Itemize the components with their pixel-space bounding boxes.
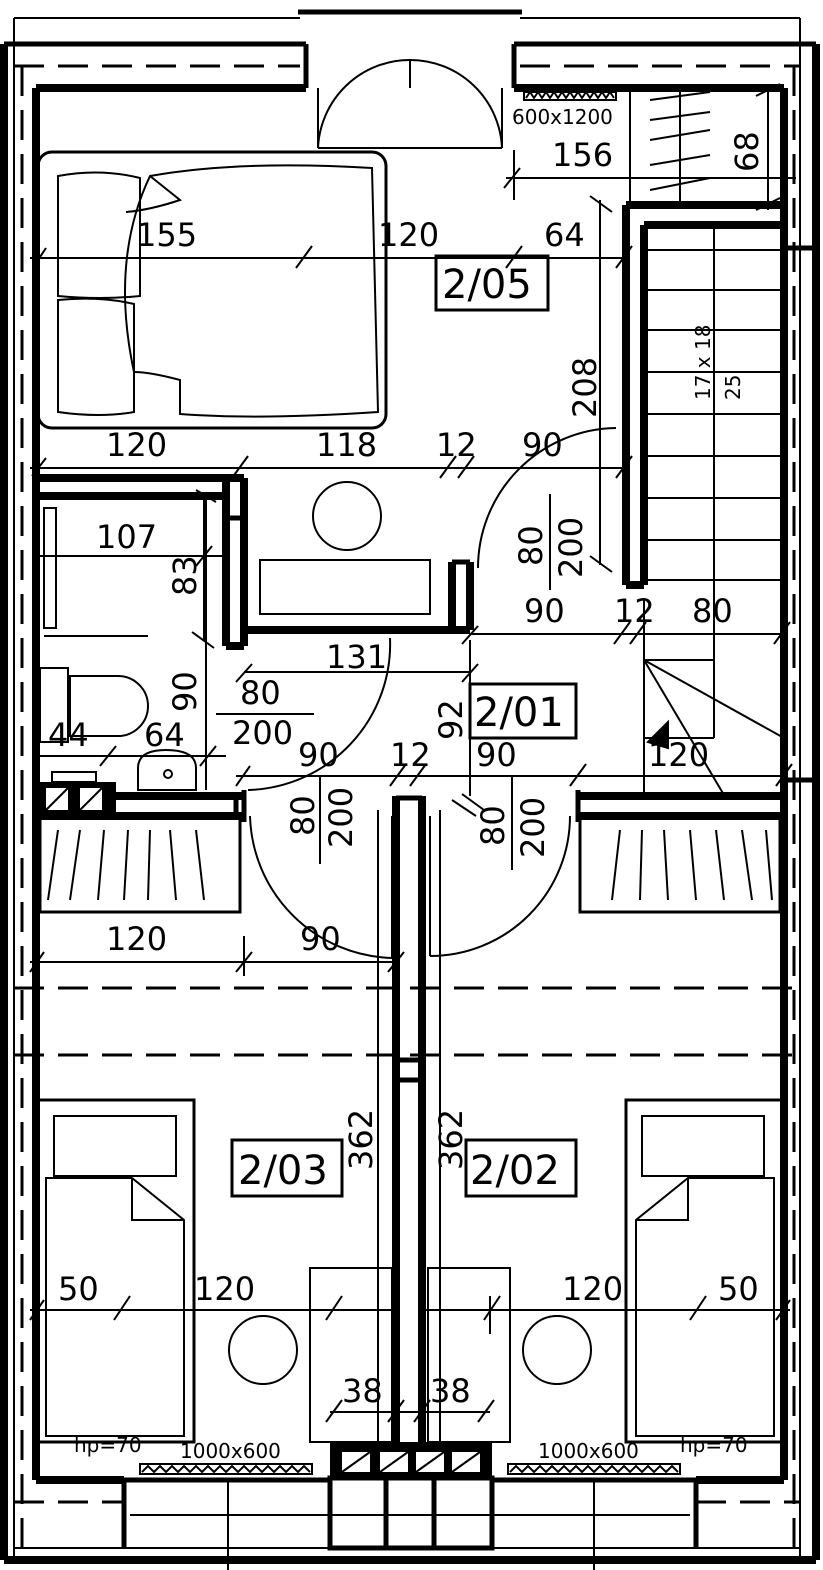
room-label-2-05: 2/05 bbox=[442, 262, 532, 308]
door-wc bbox=[216, 637, 392, 791]
door-2-03 bbox=[249, 776, 393, 959]
dim-12-hall: 12 bbox=[614, 592, 655, 630]
dim-107: 107 bbox=[96, 518, 157, 556]
door-2-05 bbox=[477, 427, 617, 590]
dim-line-107 bbox=[40, 545, 224, 567]
stair-tread: 25 bbox=[721, 375, 745, 400]
dim-120-top: 120 bbox=[378, 216, 439, 254]
dim-12-b: 12 bbox=[390, 736, 431, 774]
stair-steps: 17 x 18 bbox=[691, 325, 715, 400]
dim-120-mid: 120 bbox=[106, 426, 167, 464]
dim-120-right: 120 bbox=[562, 1270, 623, 1308]
room-label-box-2-05 bbox=[434, 254, 550, 312]
wardrobe-left bbox=[38, 816, 242, 914]
central-partition bbox=[377, 795, 441, 1445]
dim-line-44-64 bbox=[36, 745, 226, 767]
window-right-hp: hp=70 bbox=[680, 1433, 748, 1457]
room-label-box-2-01 bbox=[468, 682, 578, 740]
dim-120-lower: 120 bbox=[106, 920, 167, 958]
window-left-size: 1000x600 bbox=[180, 1439, 281, 1463]
dim-90-door205: 90 bbox=[522, 426, 563, 464]
sink bbox=[137, 748, 197, 791]
dim-line-lower bbox=[29, 936, 405, 976]
inner-walls bbox=[32, 84, 788, 1548]
dim-line-156 bbox=[503, 83, 796, 211]
roof-slope-lines bbox=[14, 64, 800, 1548]
dim-64-wc: 64 bbox=[144, 716, 185, 754]
dim-line-doors bbox=[235, 763, 793, 787]
dim-line-208 bbox=[589, 195, 613, 573]
dim-362-left: 362 bbox=[342, 1109, 380, 1170]
wardrobe-right bbox=[578, 816, 782, 914]
dim-38-right: 38 bbox=[430, 1372, 471, 1410]
dim-131: 131 bbox=[326, 638, 387, 676]
room-label-2-03: 2/03 bbox=[238, 1148, 328, 1194]
dim-362-right: 362 bbox=[432, 1109, 470, 1170]
door-2-03-height: 200 bbox=[322, 787, 360, 848]
dim-80-hall: 80 bbox=[692, 592, 733, 630]
dim-line-90-wc bbox=[191, 631, 215, 790]
room-label-box-2-02 bbox=[464, 1138, 578, 1198]
door-2-02 bbox=[429, 776, 571, 957]
dim-68: 68 bbox=[728, 131, 766, 172]
chair-hall bbox=[312, 481, 382, 551]
dim-line-83 bbox=[195, 489, 217, 640]
dim-120-left: 120 bbox=[194, 1270, 255, 1308]
roof-window-bottom-left bbox=[139, 1463, 313, 1475]
dim-118: 118 bbox=[316, 426, 377, 464]
door-wc-width: 80 bbox=[240, 674, 281, 712]
dim-90-b: 90 bbox=[476, 736, 517, 774]
single-bed-left bbox=[36, 1098, 196, 1444]
dim-line-38 bbox=[325, 1399, 495, 1423]
dim-208: 208 bbox=[566, 357, 604, 418]
shower bbox=[43, 498, 205, 640]
dim-92: 92 bbox=[432, 699, 470, 740]
room-label-2-01: 2/01 bbox=[474, 690, 564, 736]
roof-window-top: 600x1200 bbox=[512, 90, 711, 205]
dim-50-right: 50 bbox=[718, 1270, 759, 1308]
door-2-02-width: 80 bbox=[474, 805, 512, 846]
door-2-03-width: 80 bbox=[284, 795, 322, 836]
window-left-hp: hp=70 bbox=[74, 1433, 142, 1457]
wc-roof-window bbox=[40, 771, 116, 816]
toilet bbox=[39, 667, 149, 743]
dim-90-lower: 90 bbox=[300, 920, 341, 958]
staircase bbox=[622, 201, 816, 796]
window-right-size: 1000x600 bbox=[538, 1439, 639, 1463]
dresser bbox=[259, 559, 431, 615]
balcony-door bbox=[317, 58, 503, 149]
dim-155: 155 bbox=[136, 216, 197, 254]
dim-90-hall: 90 bbox=[524, 592, 565, 630]
dim-line-bedroom bbox=[30, 245, 633, 269]
dim-38-left: 38 bbox=[342, 1372, 383, 1410]
door-2-05-width: 80 bbox=[512, 525, 550, 566]
dim-12-mid: 12 bbox=[436, 426, 477, 464]
dim-44: 44 bbox=[48, 716, 89, 754]
single-bed-right bbox=[624, 1098, 784, 1444]
dim-90-a: 90 bbox=[298, 736, 339, 774]
roof-window-bottom-right bbox=[507, 1463, 681, 1475]
door-wc-height: 200 bbox=[232, 714, 293, 752]
dim-83: 83 bbox=[166, 555, 204, 596]
room-label-2-02: 2/02 bbox=[470, 1148, 560, 1194]
dim-120-stair: 120 bbox=[648, 736, 709, 774]
dim-156: 156 bbox=[552, 136, 613, 174]
door-2-05-height: 200 bbox=[552, 517, 590, 578]
dim-90-wc: 90 bbox=[166, 671, 204, 712]
room-label-box-2-03 bbox=[230, 1138, 344, 1198]
hall-walls bbox=[233, 790, 784, 822]
dim-50-left: 50 bbox=[58, 1270, 99, 1308]
roof-window-top-size: 600x1200 bbox=[512, 105, 613, 129]
vent-block bbox=[327, 1442, 495, 1551]
door-2-02-height: 200 bbox=[514, 797, 552, 858]
dim-line-bedrooms bbox=[29, 1295, 791, 1334]
dim-64-top: 64 bbox=[544, 216, 585, 254]
double-bed bbox=[36, 150, 388, 430]
